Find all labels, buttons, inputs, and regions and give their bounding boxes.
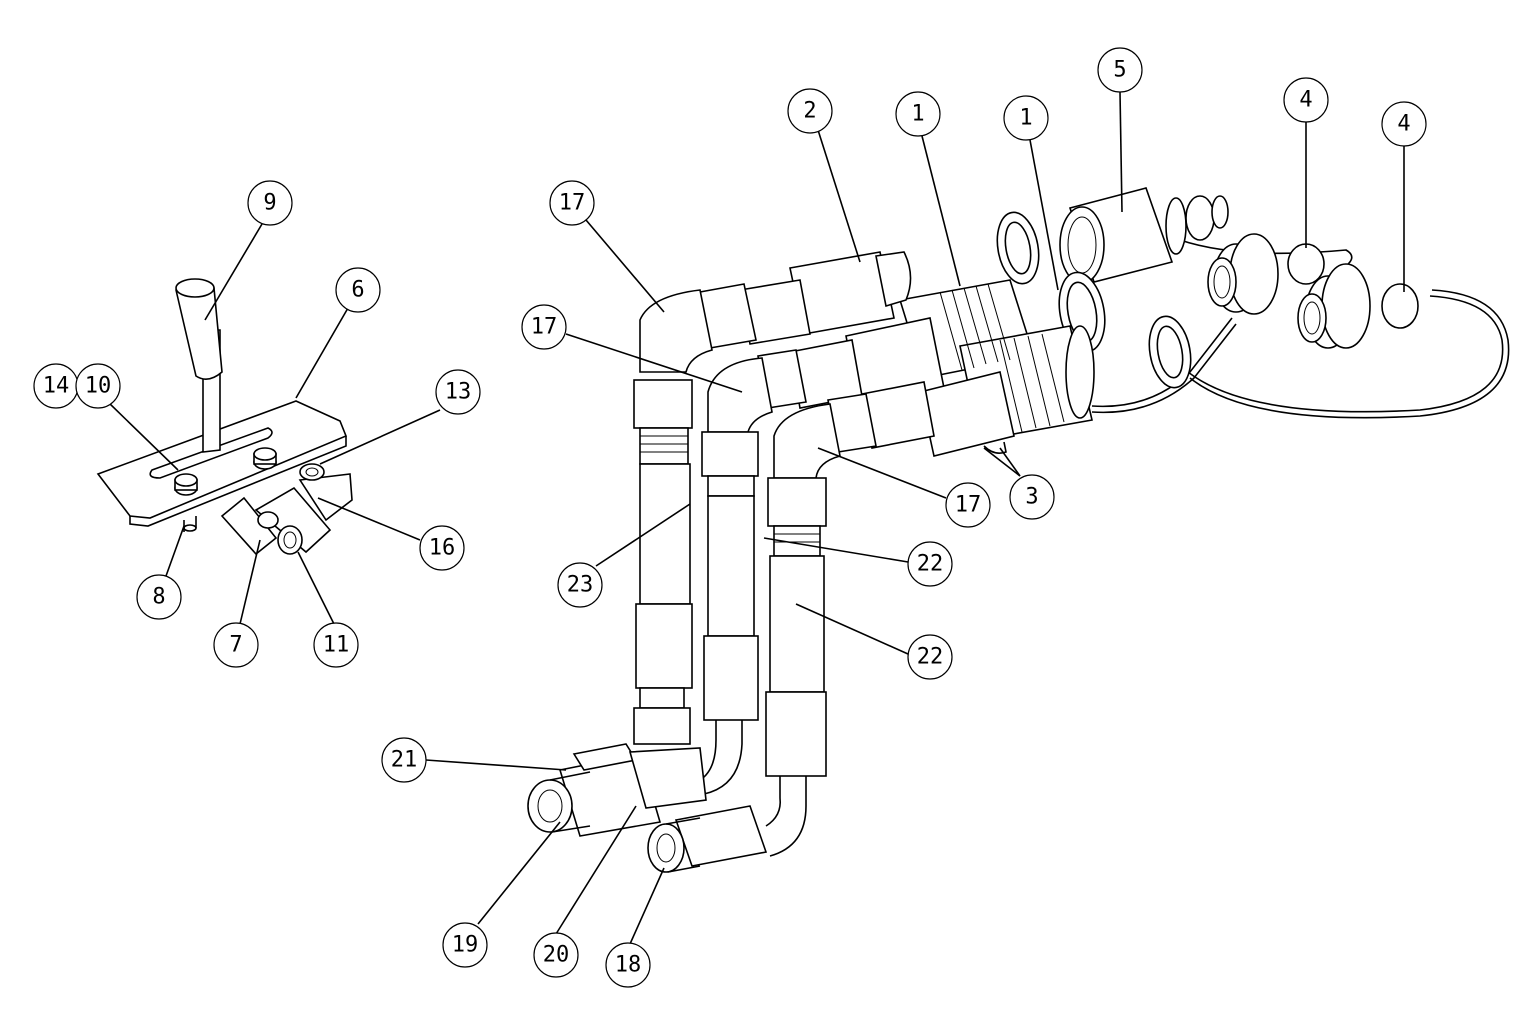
- callout-21: 21: [381, 737, 427, 783]
- hose-fitting-assembly: [527, 187, 1510, 873]
- callout-11: 11: [313, 622, 359, 668]
- callout-23: 23: [557, 562, 603, 608]
- callout-22-upper: 22: [907, 541, 953, 587]
- callout-17-top: 17: [549, 180, 595, 226]
- callout-17-lower-label: 17: [955, 493, 982, 518]
- callout-7: 7: [213, 622, 259, 668]
- callout-19-label: 19: [452, 933, 479, 958]
- callout-1-right: 1: [1003, 95, 1049, 141]
- callout-22-lower: 22: [907, 634, 953, 680]
- callout-10: 10: [75, 363, 121, 409]
- callout-11-label: 11: [323, 633, 350, 658]
- callout-2: 2: [787, 88, 833, 134]
- callout-1-right-label: 1: [1019, 106, 1032, 131]
- callout-17-top-label: 17: [559, 191, 586, 216]
- callout-22-upper-label: 22: [917, 552, 944, 577]
- callout-14: 14: [33, 363, 79, 409]
- callout-3: 3: [1009, 474, 1055, 520]
- callout-13-label: 13: [445, 380, 472, 405]
- callout-19: 19: [442, 922, 488, 968]
- callout-1-left: 1: [895, 91, 941, 137]
- callout-5-label: 5: [1113, 58, 1126, 83]
- callout-21-label: 21: [391, 748, 418, 773]
- callout-2-label: 2: [803, 99, 816, 124]
- callout-17-middle-label: 17: [531, 315, 558, 340]
- callout-4-left-label: 4: [1299, 88, 1312, 113]
- callout-18: 18: [605, 942, 651, 988]
- callout-16: 16: [419, 525, 465, 571]
- callout-9: 9: [247, 180, 293, 226]
- callout-8: 8: [136, 574, 182, 620]
- callout-20-label: 20: [543, 943, 570, 968]
- callout-23-label: 23: [567, 573, 594, 598]
- callout-14-label: 14: [43, 374, 70, 399]
- callout-5: 5: [1097, 47, 1143, 93]
- callout-4-right: 4: [1381, 101, 1427, 147]
- callout-6-label: 6: [351, 278, 364, 303]
- callout-17-lower: 17: [945, 482, 991, 528]
- callout-4-right-label: 4: [1397, 112, 1410, 137]
- callout-13: 13: [435, 369, 481, 415]
- callout-8-label: 8: [152, 585, 165, 610]
- callout-7-label: 7: [229, 633, 242, 658]
- callout-10-label: 10: [85, 374, 112, 399]
- leader-lines: [107, 91, 1405, 945]
- callout-16-label: 16: [429, 536, 456, 561]
- callout-20: 20: [533, 932, 579, 978]
- control-lever-assembly: [96, 278, 353, 556]
- callout-17-middle: 17: [521, 304, 567, 350]
- callout-22-lower-label: 22: [917, 645, 944, 670]
- callout-9-label: 9: [263, 191, 276, 216]
- callout-18-label: 18: [615, 953, 642, 978]
- callout-1-left-label: 1: [911, 102, 924, 127]
- callout-3-label: 3: [1025, 485, 1038, 510]
- callout-6: 6: [335, 267, 381, 313]
- callout-4-left: 4: [1283, 77, 1329, 123]
